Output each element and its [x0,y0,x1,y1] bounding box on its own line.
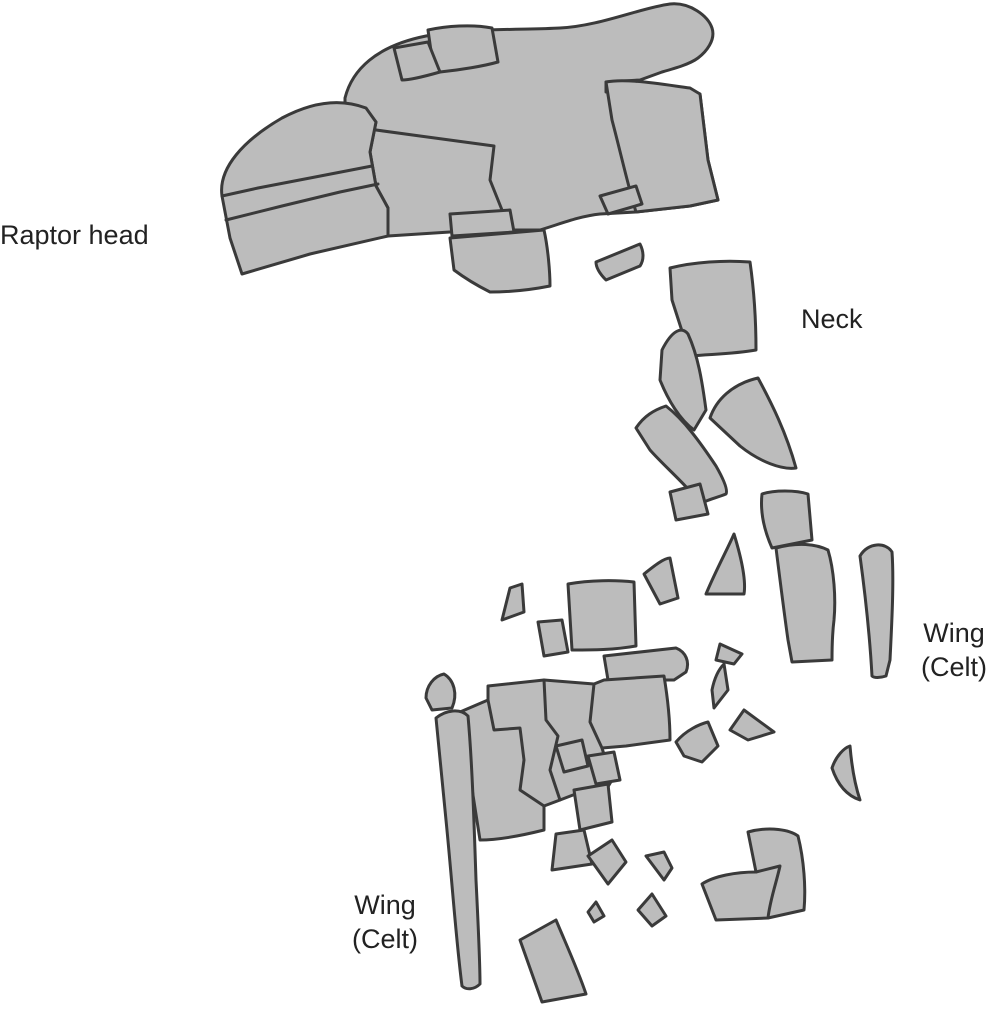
body-mid-fragment [674,720,720,764]
body-lower-left-fragment [550,828,594,872]
neck-wedge-fragment [708,376,798,470]
body-tiny-fragment-1 [644,850,674,882]
body-right-shard-fragment [728,708,776,742]
body-central-seam-1 [486,698,546,808]
wing-left-label-line2: (Celt) [352,924,418,954]
raptor-head-fragments [220,2,720,294]
body-bottom-right-large-fragment [700,827,807,922]
body-bottom-tall-fragment [518,918,588,1004]
body-tiny-fragment-2 [586,900,606,924]
head-middle-seam [374,128,508,222]
body-tiny-triangle-fragment [500,582,526,622]
body-right-small-fragment [714,642,744,666]
wing-right-celt-fragment [858,543,895,679]
wing-left-fragments [424,672,482,991]
wing-left-label-line1: Wing [354,890,416,920]
head-right-slab-fragment [604,79,720,214]
wing-left-knob-fragment [424,672,457,712]
head-small-square-fragment [392,40,442,82]
body-right-diamond-fragment [710,662,730,710]
body-far-right-shard-fragment [830,744,862,802]
head-top-block-fragment [426,24,500,74]
neck-sliver-fragment [658,328,708,432]
body-point-fragment [704,532,746,596]
head-chin-lower-fragment [448,228,552,294]
neck-fragments [634,259,837,664]
neck-tall-fragment [774,542,837,664]
body-tiny-fragment-3 [636,892,668,928]
body-inset-square-fragment [586,750,622,786]
neck-label: Neck [801,304,863,334]
neck-small-fragment [668,482,710,522]
body-lower-square-fragment [572,782,614,832]
head-beak-seam-upper [220,164,374,198]
body-beveled-fragment [602,646,690,682]
body-lower-diamond-fragment [586,838,628,886]
wing-right-label: Wing (Celt) [921,616,987,684]
head-beak-seam-lower [224,182,380,222]
body-central-seam-2 [542,678,562,802]
body-central-seam-3 [588,682,604,750]
body-bottom-right-seam [754,864,782,920]
wing-right-label-line2: (Celt) [921,652,987,682]
body-inset-small-fragment [554,738,590,774]
wing-left-label: Wing (Celt) [352,888,418,956]
neck-top-square-fragment [668,259,758,358]
wing-left-celt-fragment [434,709,482,991]
body-shard-fragment [642,556,680,606]
head-beak-fragment [220,101,390,276]
neck-right-square-fragment [760,489,814,550]
body-large-square-fragment [566,579,638,652]
body-fragments [458,532,862,1004]
body-small-square-fragment [536,618,570,658]
head-small-inset-fragment [598,184,644,216]
wing-right-label-line1: Wing [923,618,985,648]
head-loose-fragment [594,242,645,282]
raptor-head-label: Raptor head [0,220,149,250]
